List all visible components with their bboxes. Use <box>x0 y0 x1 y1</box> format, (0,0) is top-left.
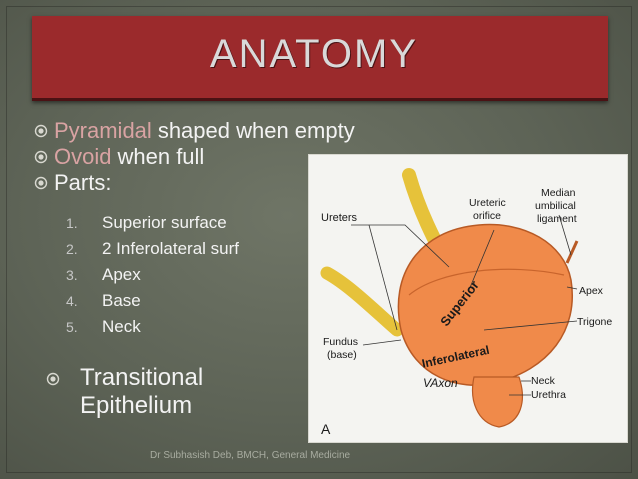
label-neck: Neck <box>531 375 556 387</box>
slide-border <box>6 6 632 473</box>
item-number: 5. <box>66 319 78 335</box>
item-number: 1. <box>66 215 78 231</box>
bullet-highlight: Pyramidal <box>54 118 152 143</box>
bullet-list: Pyramidal shaped when empty Ovoid when f… <box>34 118 355 196</box>
label-apex: Apex <box>579 285 604 297</box>
label-handwritten-note: VAxon <box>423 376 458 390</box>
label-median-3: ligament <box>537 213 577 225</box>
item-number: 3. <box>66 267 78 283</box>
label-median-2: umbilical <box>535 200 576 212</box>
panel-label: A <box>321 421 331 437</box>
parts-list: 1. Superior surface 2. 2 Inferolateral s… <box>66 210 239 340</box>
label-median-1: Median <box>541 187 576 199</box>
slide-footer: Dr Subhasish Deb, BMCH, General Medicine <box>150 450 351 461</box>
label-fundus-1: Fundus <box>323 336 358 348</box>
bladder-body-shape <box>397 223 573 386</box>
bullet-text: Parts: <box>54 170 112 195</box>
item-label: Apex <box>102 265 141 284</box>
parts-list-item: 5. Neck <box>66 314 239 340</box>
label-urethra: Urethra <box>531 389 566 401</box>
bullet-circle-icon <box>46 372 60 391</box>
slide-title: ANATOMY <box>209 32 418 76</box>
label-trigone: Trigone <box>577 316 612 328</box>
bullet-highlight: Ovoid <box>54 144 112 169</box>
epithelium-line-2: Epithelium <box>80 392 193 419</box>
item-number: 4. <box>66 293 78 309</box>
bullet-circle-icon <box>34 150 54 164</box>
apex-ligament <box>565 240 579 264</box>
item-label: Superior surface <box>102 213 227 232</box>
bullet-text: shaped when empty <box>157 118 355 143</box>
item-label: Neck <box>102 317 141 336</box>
bullet-item: Ovoid when full <box>34 144 355 170</box>
bladder-diagram: Ureters Ureteric orifice Median umbilica… <box>309 155 627 442</box>
bullet-circle-icon <box>34 124 54 138</box>
label-fundus-2: (base) <box>327 349 357 361</box>
parts-list-item: 4. Base <box>66 288 239 314</box>
epithelium-line-1: Transitional <box>80 364 204 391</box>
label-ureteric-2: orifice <box>473 210 501 222</box>
label-ureters: Ureters <box>321 212 358 224</box>
bullet-item: Parts: <box>34 170 355 196</box>
bladder-illustration: Ureters Ureteric orifice Median umbilica… <box>320 168 612 437</box>
parts-list-item: 1. Superior surface <box>66 210 239 236</box>
bullet-circle-icon <box>34 176 54 190</box>
bullet-text: when full <box>117 144 205 169</box>
item-label: Base <box>102 291 141 310</box>
parts-list-item: 2. 2 Inferolateral surf <box>66 236 239 262</box>
label-ureteric-1: Ureteric <box>469 197 506 209</box>
item-number: 2. <box>66 241 78 257</box>
epithelium-text: Transitional Epithelium <box>80 364 280 420</box>
title-bar: ANATOMY <box>32 16 608 101</box>
parts-list-item: 3. Apex <box>66 262 239 288</box>
bullet-item: Pyramidal shaped when empty <box>34 118 355 144</box>
item-label: 2 Inferolateral surf <box>102 239 240 258</box>
bladder-neck-shape <box>472 376 523 428</box>
ureter-left-shape <box>320 266 404 337</box>
